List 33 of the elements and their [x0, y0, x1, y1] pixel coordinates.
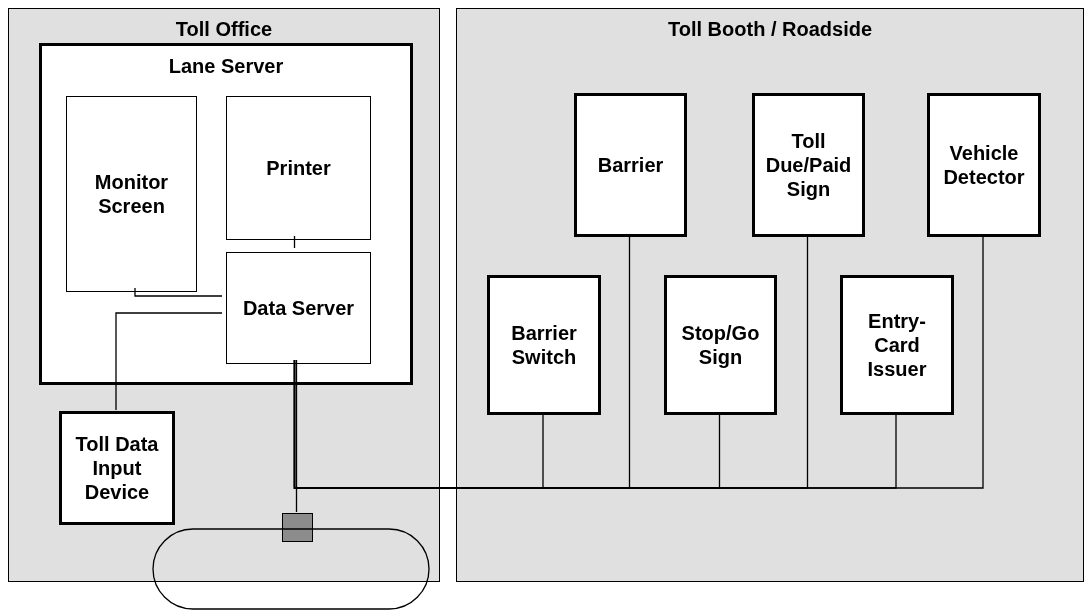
zone-panel — [8, 8, 440, 582]
device-box — [664, 275, 777, 415]
connector-line — [295, 359, 298, 513]
device-box — [840, 275, 954, 415]
connector-line — [134, 287, 223, 297]
device-box — [752, 93, 865, 237]
component-label: Toll Due/Paid Sign — [764, 129, 853, 201]
component-box — [66, 96, 197, 292]
detector-loop — [152, 528, 430, 610]
component-box — [226, 252, 371, 364]
group-title: Toll Office — [174, 17, 274, 41]
component-label: Printer — [265, 156, 332, 180]
group-title: Lane Server — [167, 54, 285, 78]
component-label: Toll Data Input Device — [74, 432, 160, 504]
zone-panel — [456, 8, 1084, 582]
loop-sensor — [282, 513, 313, 542]
component-label: Barrier — [596, 153, 665, 177]
connector-line — [115, 312, 223, 411]
device-box — [927, 93, 1041, 237]
component-label: Barrier Switch — [510, 321, 578, 369]
component-box — [226, 96, 371, 240]
component-label: Entry-Card Issuer — [866, 309, 928, 381]
group-title: Toll Booth / Roadside — [666, 17, 874, 41]
component-label: Monitor Screen — [93, 170, 170, 218]
device-box — [59, 411, 175, 525]
device-box — [574, 93, 687, 237]
connector-line — [293, 235, 296, 249]
component-label: Stop/Go Sign — [680, 321, 761, 369]
connector-line — [293, 235, 984, 489]
component-label: Data Server — [241, 296, 356, 320]
server-group-box — [39, 43, 413, 385]
device-box — [487, 275, 601, 415]
component-label: Vehicle Detector — [942, 141, 1026, 189]
